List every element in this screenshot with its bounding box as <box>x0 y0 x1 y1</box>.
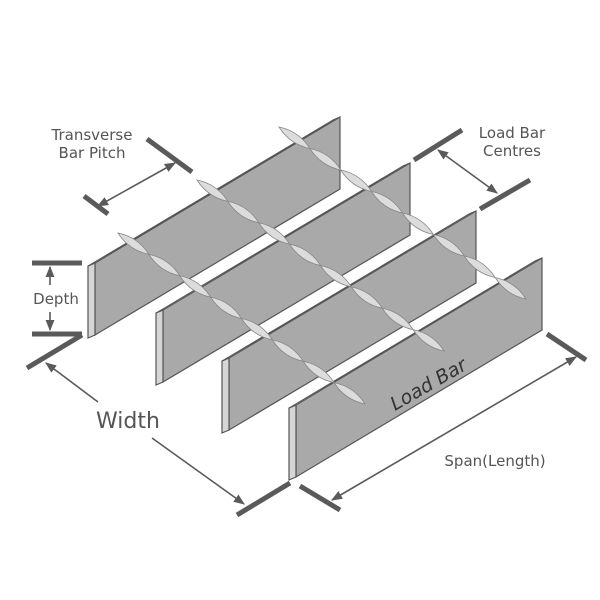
cross-bar-3 <box>278 126 527 300</box>
span-arrow <box>331 356 577 501</box>
depth-label: Depth <box>33 290 79 308</box>
width-label: Width <box>96 409 160 434</box>
centres-label-2: Centres <box>483 142 541 160</box>
transverse-label-2: Bar Pitch <box>59 144 126 162</box>
centres-label-1: Load Bar <box>479 124 546 142</box>
load-bar-end <box>221 357 230 434</box>
width-arrow-left <box>45 362 99 403</box>
span-tick-right <box>545 331 588 363</box>
load-bar-end <box>288 404 297 481</box>
load-bar-end <box>155 309 164 386</box>
centres-tick-lower <box>478 177 532 212</box>
centres-arrow <box>437 149 498 194</box>
centres-tick-upper <box>412 127 464 163</box>
pitch-arrow <box>97 162 176 207</box>
width-tick-right <box>235 480 292 518</box>
span-tick-left <box>298 483 342 513</box>
width-arrow-right <box>151 437 245 505</box>
span-label: Span(Length) <box>444 452 545 470</box>
pitch-tick-lower <box>82 194 110 216</box>
transverse-label-1: Transverse <box>51 126 133 144</box>
load-bar-end <box>87 262 96 339</box>
cross-bar-2 <box>196 179 445 352</box>
dimension-lines <box>25 127 588 518</box>
pitch-tick-upper <box>145 136 194 175</box>
width-tick-left <box>25 332 84 371</box>
